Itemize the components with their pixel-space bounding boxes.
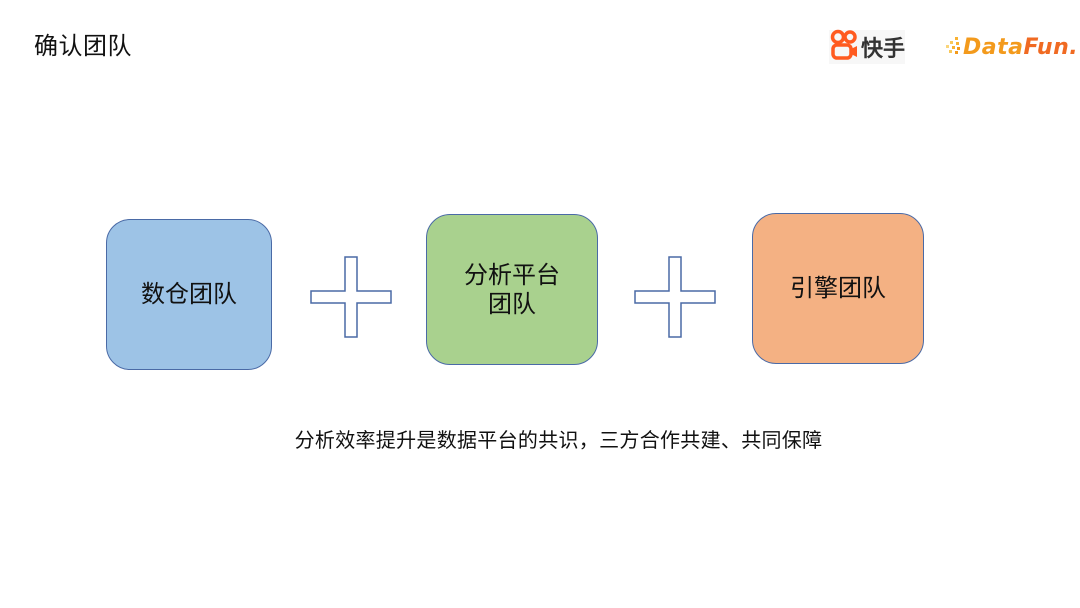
box-label: 引擎团队: [790, 274, 886, 302]
box-data-warehouse-team: 数仓团队: [106, 219, 272, 370]
slide-title: 确认团队: [34, 32, 132, 60]
plus-icon: [634, 256, 716, 342]
kuaishou-camera-icon: [829, 29, 859, 65]
box-label: 数仓团队: [141, 280, 237, 308]
kuaishou-logo-text: 快手: [861, 37, 906, 62]
datafun-text-main: Data: [963, 34, 1024, 60]
box-label: 分析平台 团队: [464, 261, 560, 319]
datafun-text-accent: Fun.: [1023, 34, 1079, 60]
box-label-line1: 分析平台: [464, 260, 560, 289]
slide-caption: 分析效率提升是数据平台的共识，三方合作共建、共同保障: [294, 428, 823, 452]
box-engine-team: 引擎团队: [752, 213, 924, 364]
box-label-line2: 团队: [488, 289, 536, 318]
plus-icon: [310, 256, 392, 342]
pixel-dots-icon: [945, 35, 963, 59]
box-analytics-platform-team: 分析平台 团队: [426, 214, 598, 365]
kuaishou-logo: 快手: [829, 29, 906, 65]
datafun-logo: DataFun.: [945, 32, 1078, 62]
datafun-logo-text: DataFun.: [963, 35, 1078, 60]
